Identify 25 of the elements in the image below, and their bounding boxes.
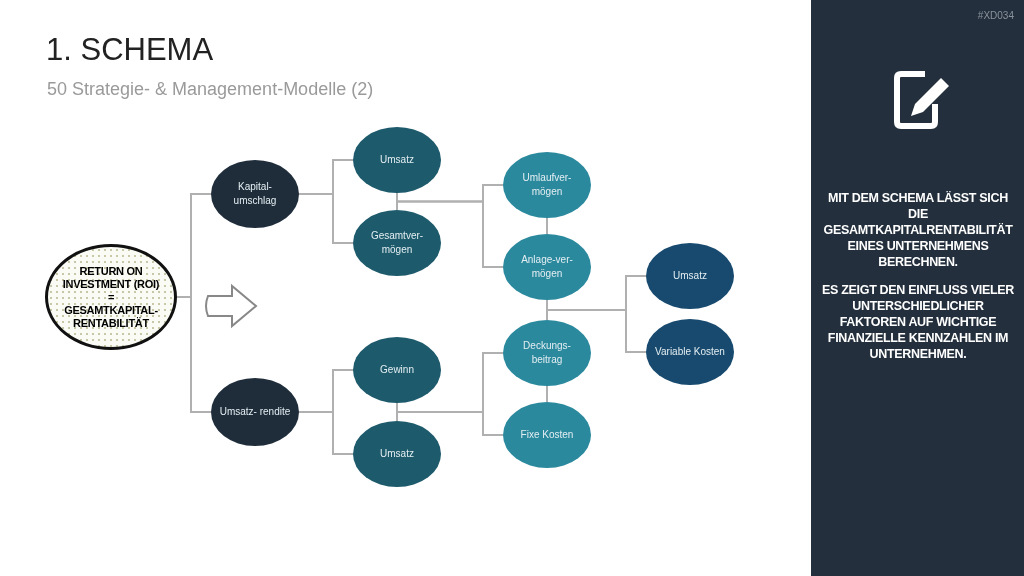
connector-line xyxy=(546,309,647,353)
node-label: Gesamtver- mögen xyxy=(369,229,425,257)
connector-line xyxy=(546,385,548,403)
node-label: Kapital- umschlag xyxy=(232,180,278,208)
description-text: ES ZEIGT DEN EINFLUSS VIELER UNTERSCHIEDLICHER FAKTOREN AUF WICHTIGE FINANZIELLE KENNZAHLEN IM UNTERNEHMEN. xyxy=(821,282,1015,362)
node-label: Umsatz- rendite xyxy=(218,405,292,419)
connector-line xyxy=(396,200,504,268)
node-label: Variable Kosten xyxy=(654,345,726,359)
node-label: RETURN ON INVESTMENT (ROI) = GESAMTKAPITAL- RENTABILITÄT xyxy=(61,264,161,330)
slide-code: #XD034 xyxy=(977,9,1014,23)
connector-line xyxy=(546,217,548,235)
connector-line xyxy=(396,402,504,436)
subtitle: 50 Strategie- & Management-Modelle (2) xyxy=(47,80,374,98)
connector-line xyxy=(298,193,354,244)
node-label: Fixe Kosten xyxy=(519,428,575,442)
node-label: Deckungs- beitrag xyxy=(522,339,572,367)
title: 1. SCHEMA xyxy=(46,34,214,65)
node-label: Umsatz xyxy=(379,447,415,461)
node-label: Anlage-ver- mögen xyxy=(520,253,574,281)
description-text: MIT DEM SCHEMA LÄSST SICH DIE GESAMTKAPITALRENTABILITÄT EINES UNTERNEHMENS BERECHNEN. xyxy=(822,190,1014,270)
node-label: Umsatz xyxy=(379,153,415,167)
node-label: Umlaufver- mögen xyxy=(521,171,573,199)
node-label: Umsatz xyxy=(672,269,708,283)
connector-line xyxy=(298,411,354,455)
node-label: Gewinn xyxy=(379,363,415,377)
